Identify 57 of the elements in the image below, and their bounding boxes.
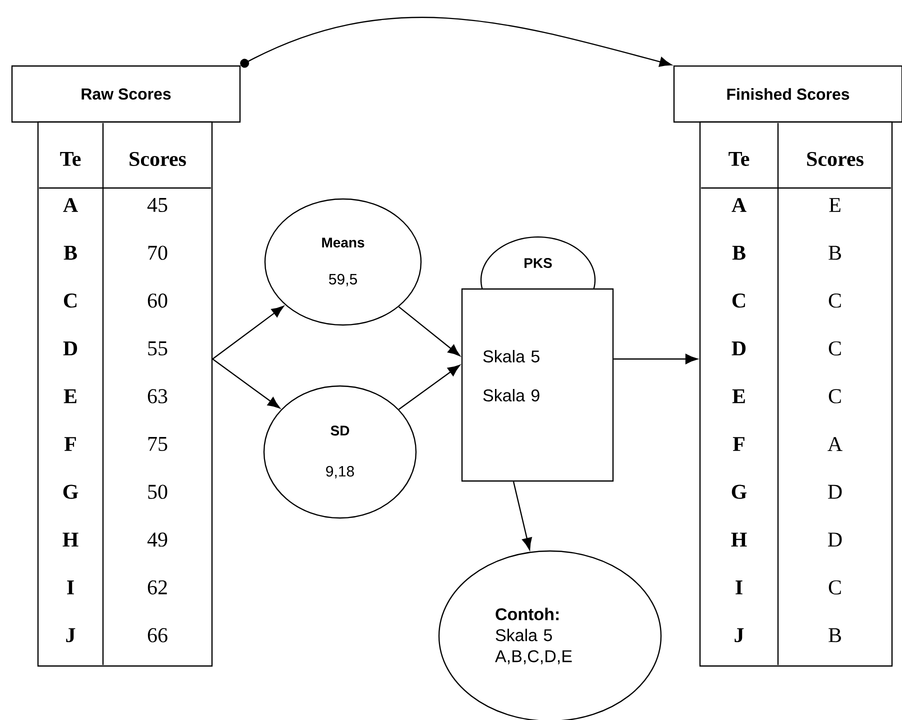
table-cell: J xyxy=(66,628,76,642)
arrow xyxy=(398,306,460,356)
arrow xyxy=(212,306,284,360)
table-cell: C xyxy=(828,580,841,594)
table-cell: I xyxy=(67,580,74,594)
table-cell: C xyxy=(828,294,841,308)
table-cell: 50 xyxy=(148,484,168,499)
arrow xyxy=(398,364,460,410)
table-cell: D xyxy=(828,484,842,499)
table-cell: 62 xyxy=(148,580,167,594)
table-cell: D xyxy=(63,342,78,356)
ellipse-node: Means 59,5 xyxy=(264,198,422,326)
table-cell: F xyxy=(64,437,76,451)
table-cell: Scores xyxy=(130,152,186,166)
table-cell: 66 xyxy=(148,628,168,642)
table-cell: C xyxy=(828,389,841,404)
table-cell: D xyxy=(828,532,842,546)
arrow xyxy=(212,358,280,408)
table-cell: 63 xyxy=(148,389,168,404)
table-cell: 70 xyxy=(148,246,168,260)
table-cell: G xyxy=(732,484,747,499)
table-cell: F xyxy=(732,437,744,451)
table-cell: I xyxy=(736,580,742,594)
table-cell: C xyxy=(828,341,841,356)
table-cell: D xyxy=(732,342,746,356)
table-cell: J xyxy=(734,628,744,642)
table-cell: H xyxy=(62,532,78,546)
table-cell: 75 xyxy=(148,437,168,451)
table-cell: G xyxy=(63,484,78,499)
table-cell: 55 xyxy=(148,341,168,356)
table-title-box: Finished Scores xyxy=(673,65,902,123)
table-cell: B xyxy=(828,246,841,260)
arrow xyxy=(240,16,672,68)
ellipse-node: SD 9,18 xyxy=(263,385,417,519)
table-title-box: Raw Scores xyxy=(11,65,241,123)
table-cell: E xyxy=(64,389,76,404)
table-cell: H xyxy=(731,532,747,546)
table-cell: B xyxy=(732,246,746,260)
table-cell: A xyxy=(63,198,78,212)
table-cell: 49 xyxy=(147,532,168,547)
table-cell: Te xyxy=(728,152,750,166)
arrow xyxy=(614,354,698,364)
score-table xyxy=(699,121,893,667)
table-cell: E xyxy=(732,389,745,404)
process-box: Skala 5 Skala 9 xyxy=(461,288,614,482)
table-cell: C xyxy=(732,294,745,308)
table-cell: 60 xyxy=(148,294,168,308)
table-cell: A xyxy=(828,437,842,451)
table-cell: B xyxy=(828,628,841,642)
arrow xyxy=(512,481,532,550)
table-cell: Scores xyxy=(807,152,864,166)
table-cell: A xyxy=(732,198,746,212)
table-cell: C xyxy=(64,294,76,308)
table-cell: B xyxy=(64,246,77,260)
table-cell: Te xyxy=(60,152,81,166)
table-cell: E xyxy=(829,198,840,212)
table-cell: 45 xyxy=(147,198,168,212)
